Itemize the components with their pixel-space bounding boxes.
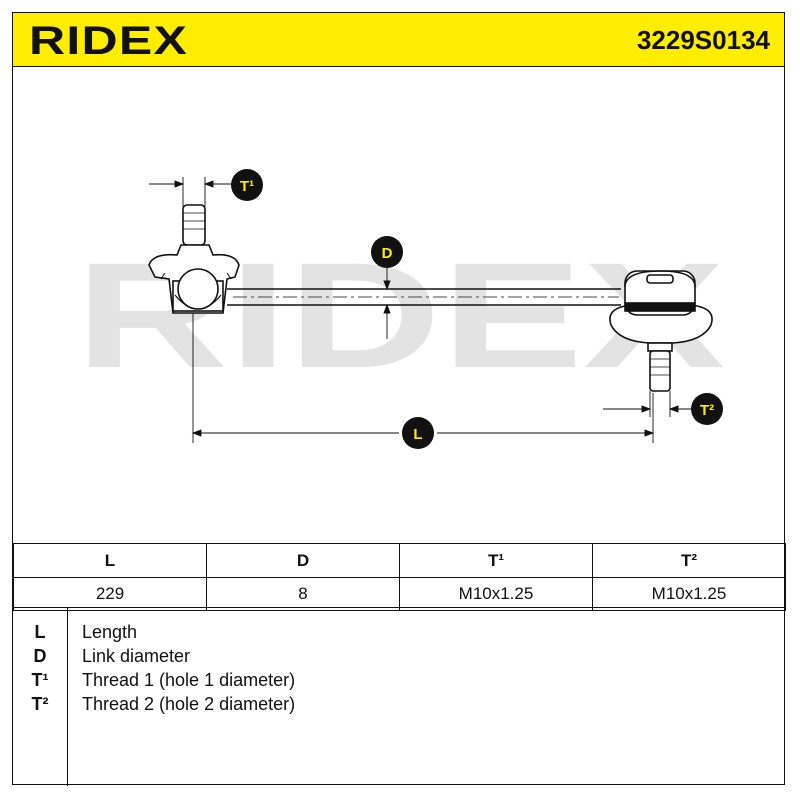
- callout-l: L: [402, 417, 434, 449]
- specs-header-row: L D T¹ T²: [13, 543, 786, 578]
- legend-item: T¹ Thread 1 (hole 1 diameter): [13, 668, 786, 692]
- specs-value-d: 8: [206, 577, 400, 611]
- specs-header-d: D: [206, 543, 400, 578]
- right-ball-joint: [609, 270, 713, 392]
- legend-symbol: T²: [31, 694, 49, 714]
- callout-l-label: L: [413, 426, 422, 443]
- dimension-l: [191, 313, 655, 443]
- callout-d-label: D: [382, 245, 393, 262]
- specs-header-l: L: [13, 543, 207, 578]
- brand-logo: RIDEX: [29, 19, 189, 63]
- specs-header-t1: T¹: [399, 543, 593, 578]
- legend: L Length D Link diameter T¹ Thread 1 (ho…: [13, 607, 786, 786]
- dimension-t2: [603, 391, 693, 417]
- part-number: 3229S0134: [636, 25, 770, 55]
- specs-table: L D T¹ T² 229 8 M10x1.25 M10x1.25: [13, 543, 786, 611]
- callout-t2-label: T²: [700, 402, 714, 419]
- specs-value-row: 229 8 M10x1.25 M10x1.25: [13, 577, 786, 611]
- dimension-d: [383, 267, 391, 339]
- left-ball-joint: [148, 204, 240, 314]
- callout-d: D: [371, 236, 403, 268]
- callout-t2: T²: [691, 393, 723, 425]
- dimension-t1: [149, 177, 235, 207]
- specs-header-t2: T²: [592, 543, 786, 578]
- link-rod: [227, 288, 621, 306]
- legend-symbol: D: [33, 646, 47, 666]
- legend-item: L Length: [13, 620, 786, 644]
- legend-item: D Link diameter: [13, 644, 786, 668]
- specs-value-t2: M10x1.25: [592, 577, 786, 611]
- specs-value-t1: M10x1.25: [399, 577, 593, 611]
- callout-t1: T¹: [231, 169, 263, 201]
- product-sheet: RIDEX 3229S0134 RIDEX: [12, 12, 786, 786]
- legend-text: Link diameter: [82, 646, 191, 666]
- technical-drawing: RIDEX: [75, 169, 725, 449]
- header-bar: RIDEX 3229S0134: [13, 13, 784, 67]
- legend-text: Thread 1 (hole 1 diameter): [82, 670, 296, 690]
- legend-text: Length: [82, 622, 138, 642]
- legend-text: Thread 2 (hole 2 diameter): [82, 694, 296, 714]
- specs-value-l: 229: [13, 577, 207, 611]
- legend-divider: [67, 608, 68, 786]
- legend-symbol: T¹: [31, 670, 49, 690]
- legend-symbol: L: [34, 622, 46, 642]
- callout-t1-label: T¹: [240, 178, 254, 195]
- legend-item: T² Thread 2 (hole 2 diameter): [13, 692, 786, 716]
